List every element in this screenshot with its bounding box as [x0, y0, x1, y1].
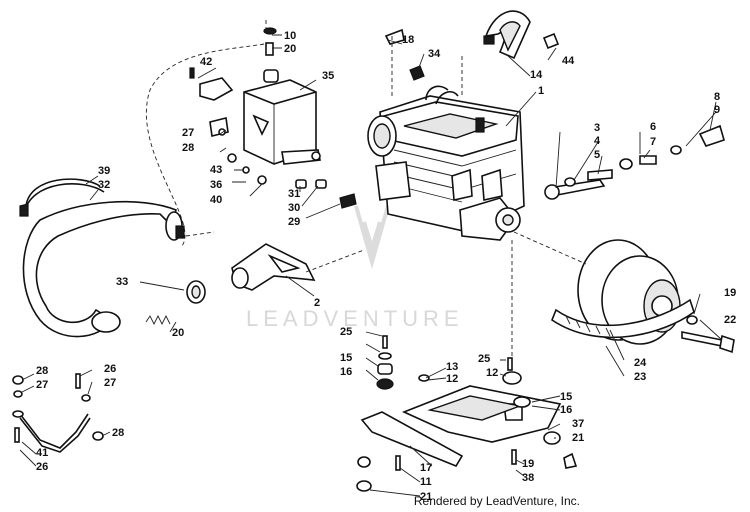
- callout-label: 26: [36, 461, 48, 473]
- callout-label: 41: [36, 447, 48, 459]
- callout-label: 4: [594, 135, 601, 147]
- callout-label: 10: [284, 30, 296, 42]
- dashed-guides: [145, 20, 587, 358]
- mount-rail: [360, 411, 464, 467]
- exhaust-manifold: [231, 243, 316, 291]
- clutch-bolt: [681, 315, 735, 354]
- mount-plate: [401, 385, 562, 443]
- callout-label: 43: [210, 164, 222, 176]
- callout-label: 17: [420, 462, 432, 474]
- callout-label: 44: [562, 55, 575, 67]
- right-hardware: [544, 124, 725, 200]
- spark-plug-cover: [483, 10, 531, 60]
- callout-label: 28: [112, 427, 124, 439]
- callout-label: 35: [322, 70, 334, 82]
- callouts: 1 2 3 4 5 6 7 8 9 10 11 12 12 19 13 14 1…: [36, 30, 736, 503]
- watermark-text: LEADVENTURE: [246, 306, 464, 331]
- callout-label: 38: [522, 472, 534, 484]
- callout-label: 11: [420, 476, 432, 488]
- callout-label: 25: [340, 326, 352, 338]
- callout-label: 24: [634, 357, 647, 369]
- callout-label: 19: [724, 287, 736, 299]
- callout-label: 21: [572, 432, 584, 444]
- tank-cap: [263, 27, 277, 56]
- callout-label: 25: [478, 353, 490, 365]
- callout-label: 2: [314, 297, 320, 309]
- callout-label: 6: [650, 121, 656, 133]
- exhaust-spring: [145, 314, 171, 326]
- callout-label: 13: [446, 361, 458, 373]
- callout-label: 23: [634, 371, 646, 383]
- callout-label: 28: [36, 365, 48, 377]
- callout-label: 28: [182, 142, 194, 154]
- callout-label: 8: [714, 91, 720, 103]
- callout-label: 21: [420, 491, 432, 503]
- mount-stack-right: [502, 357, 578, 469]
- callout-label: 31: [288, 188, 300, 200]
- engine: [367, 85, 525, 241]
- callout-label: 36: [210, 179, 222, 191]
- callout-label: 12: [446, 373, 458, 385]
- callout-label: 5: [594, 149, 600, 161]
- callout-label: 40: [210, 194, 222, 206]
- callout-label: 7: [650, 136, 656, 148]
- callout-label: 39: [98, 165, 110, 177]
- callout-label: 27: [182, 127, 194, 139]
- callout-label: 14: [530, 69, 543, 81]
- callout-label: 22: [724, 314, 736, 326]
- oil-tank: [243, 69, 321, 165]
- watermark: LEADVENTURE: [246, 205, 464, 331]
- callout-label: 42: [200, 56, 212, 68]
- callout-label: 18: [402, 34, 414, 46]
- callout-label: 16: [560, 404, 572, 416]
- callout-label: 12: [486, 367, 498, 379]
- lower-left-hardware: [12, 373, 104, 453]
- mount-stack-left: [356, 335, 430, 492]
- callout-label: 15: [340, 352, 352, 364]
- callout-label: 20: [284, 43, 296, 55]
- callout-label: 33: [116, 276, 128, 288]
- callout-label: 19: [522, 458, 534, 470]
- render-credit: Rendered by LeadVenture, Inc.: [413, 494, 580, 508]
- callout-label: 27: [104, 377, 116, 389]
- callout-label: 3: [594, 122, 600, 134]
- callout-label: 29: [288, 216, 300, 228]
- callout-label: 30: [288, 202, 300, 214]
- callout-label: 34: [428, 48, 441, 60]
- exhaust-pipe: [19, 178, 185, 338]
- callout-label: 1: [538, 85, 544, 97]
- tank-hardware: [227, 153, 357, 209]
- clips: [384, 28, 560, 81]
- callout-label: 37: [572, 418, 584, 430]
- callout-label: 16: [340, 366, 352, 378]
- callout-label: 20: [172, 327, 184, 339]
- watermark-logo-icon: [354, 205, 390, 270]
- callout-label: 32: [98, 179, 110, 191]
- tank-bracket: [189, 67, 234, 137]
- callout-label: 15: [560, 391, 572, 403]
- callout-label: 26: [104, 363, 116, 375]
- exhaust-seal: [186, 280, 206, 304]
- callout-label: 9: [714, 104, 720, 116]
- leader-lines: [19, 34, 723, 497]
- drive-clutch: [551, 239, 695, 345]
- callout-label: 27: [36, 379, 48, 391]
